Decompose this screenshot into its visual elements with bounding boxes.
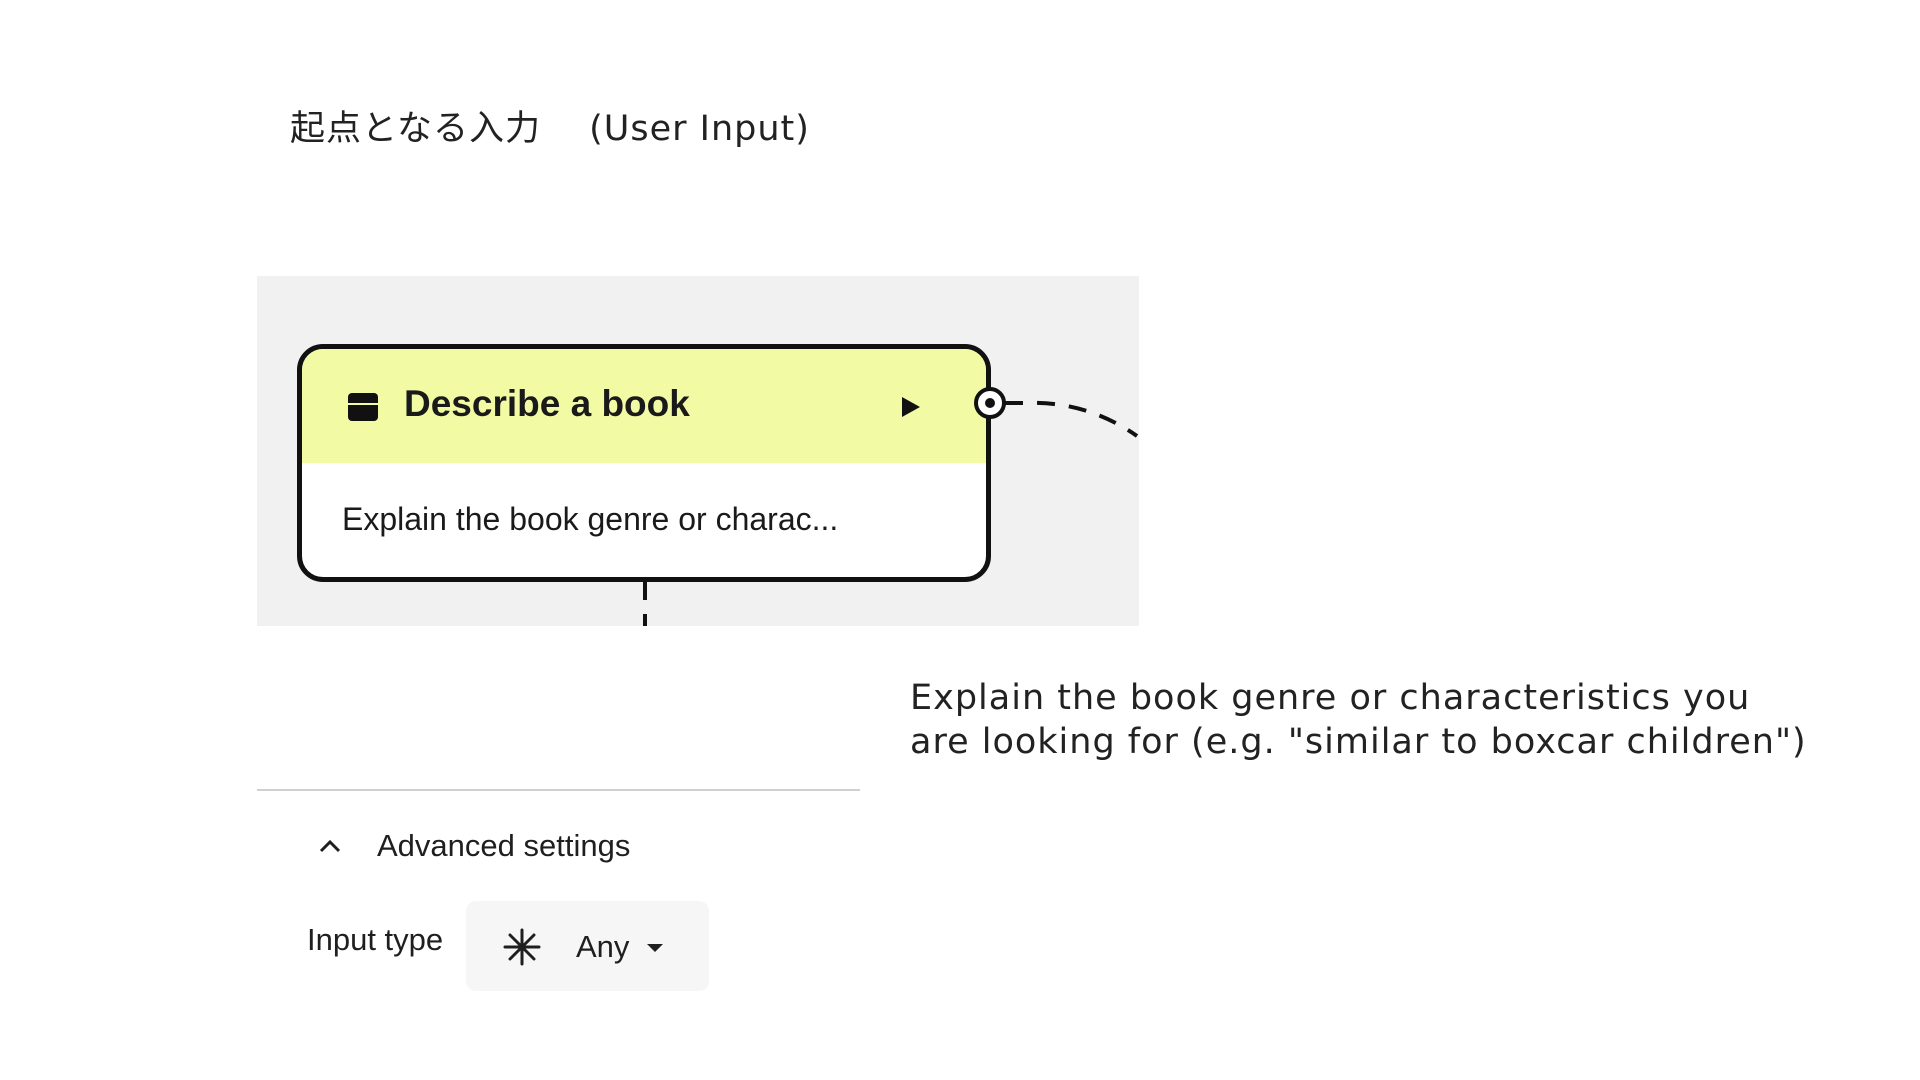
input-type-value: Any: [576, 929, 630, 964]
advanced-settings-label: Advanced settings: [377, 828, 631, 863]
input-type-select[interactable]: Any: [466, 901, 709, 991]
advanced-settings-toggle[interactable]: Advanced settings: [315, 826, 630, 866]
output-port[interactable]: [257, 276, 1139, 626]
graph-canvas[interactable]: Describe a book Explain the book genre o…: [257, 276, 1139, 626]
input-type-label: Input type: [307, 922, 444, 957]
edge-connectors: [643, 400, 1139, 626]
play-icon[interactable]: [900, 395, 922, 419]
page-title: 起点となる入力 (User Input): [290, 109, 810, 149]
asterisk-icon: [503, 928, 541, 966]
input-node-icon: [348, 393, 378, 421]
node-header: Describe a book: [302, 349, 986, 463]
chevron-up-icon: [319, 839, 341, 853]
divider: [257, 789, 860, 791]
input-description: Explain the book genre or characteristic…: [910, 678, 1807, 762]
caret-down-icon: [647, 944, 663, 952]
output-edge: [1005, 400, 1139, 438]
input-node[interactable]: Describe a book Explain the book genre o…: [297, 344, 991, 582]
node-title: Describe a book: [404, 383, 690, 424]
node-description: Explain the book genre or charac...: [342, 501, 839, 537]
